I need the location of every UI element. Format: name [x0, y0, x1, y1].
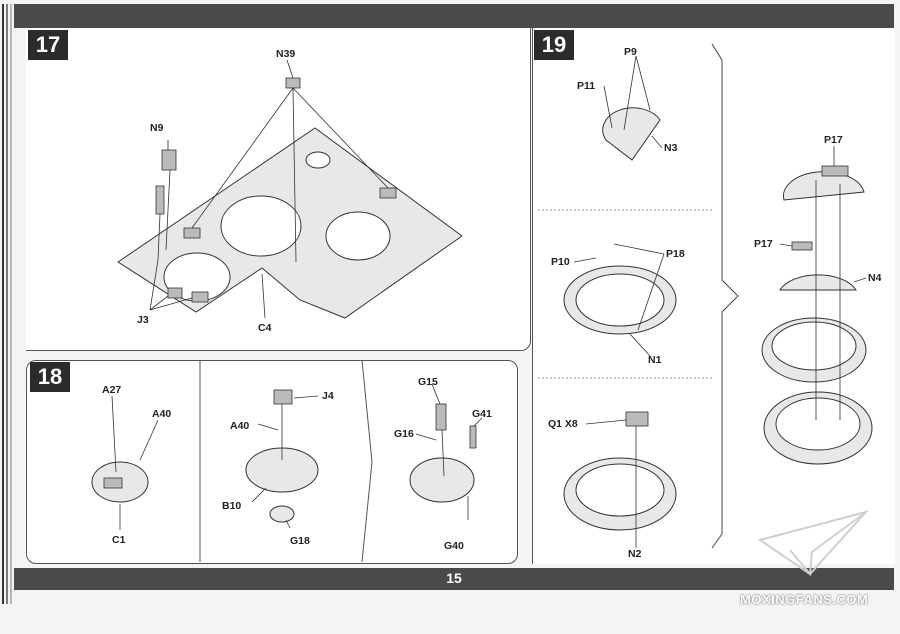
part-label-n3: N3 — [664, 142, 678, 154]
part-label-n1: N1 — [648, 354, 662, 366]
step-19-badge: 19 — [534, 30, 574, 60]
part-label-n39: N39 — [276, 48, 296, 60]
header-bar — [14, 4, 894, 28]
part-label-g40: G40 — [444, 540, 464, 552]
part-label-g16: G16 — [394, 428, 414, 440]
page-number: 15 — [446, 570, 462, 586]
part-label-n4: N4 — [868, 272, 882, 284]
part-label-c4: C4 — [258, 322, 272, 334]
step-18-badge: 18 — [30, 362, 70, 392]
site-watermark: MOXINGFANS.COM — [740, 592, 869, 607]
part-label-a27: A27 — [102, 384, 122, 396]
part-label-a40-2: A40 — [230, 420, 250, 432]
part-label-a40-1: A40 — [152, 408, 172, 420]
part-label-q1: Q1 X8 — [548, 418, 578, 430]
part-label-p17-top: P17 — [824, 134, 843, 146]
part-label-p9: P9 — [624, 46, 637, 58]
part-label-j3: J3 — [137, 314, 149, 326]
part-label-p11: P11 — [577, 80, 596, 92]
part-label-g18: G18 — [290, 535, 310, 547]
part-label-p10: P10 — [551, 256, 570, 268]
step-17-badge: 17 — [28, 30, 68, 60]
part-label-b10: B10 — [222, 500, 242, 512]
page-edge-shadow — [0, 4, 14, 604]
footer-bar: 15 — [14, 568, 894, 590]
part-label-j4: J4 — [322, 390, 334, 402]
part-label-g15: G15 — [418, 376, 438, 388]
part-label-p18: P18 — [666, 248, 685, 260]
part-label-g41: G41 — [472, 408, 492, 420]
part-label-n2: N2 — [628, 548, 642, 560]
part-label-p17-mid: P17 — [754, 238, 773, 250]
part-label-n9: N9 — [150, 122, 164, 134]
part-label-c1: C1 — [112, 534, 126, 546]
